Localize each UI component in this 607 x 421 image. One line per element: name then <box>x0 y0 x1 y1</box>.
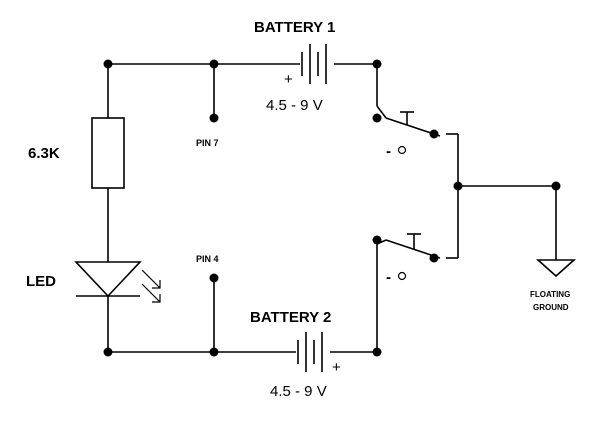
junction-dot <box>551 181 561 191</box>
switch-1 <box>376 64 459 186</box>
junction-dot <box>372 347 382 357</box>
battery-1-label: BATTERY 1 <box>254 19 335 36</box>
junction-dot <box>209 273 219 283</box>
led-label: LED <box>26 273 56 290</box>
switch-1-minus-sign: - <box>386 143 391 160</box>
pin-4-label: PIN 4 <box>196 254 219 264</box>
led-light-arrows <box>141 269 161 303</box>
battery-1-symbol <box>301 44 327 84</box>
junction-dot <box>453 181 463 191</box>
battery-2-label: BATTERY 2 <box>250 309 331 326</box>
junction-dot <box>429 253 439 263</box>
pin-7-label: PIN 7 <box>196 138 219 148</box>
junction-dot <box>372 235 382 245</box>
junction-dots <box>103 59 561 357</box>
switch-2-minus-sign: - <box>386 269 391 286</box>
resistor-symbol <box>91 117 125 189</box>
junction-dot <box>372 113 382 123</box>
ground-label-line-2: GROUND <box>533 303 569 312</box>
battery-2-voltage: 4.5 - 9 V <box>270 383 327 400</box>
ground-wire <box>458 185 557 260</box>
junction-dot <box>103 347 113 357</box>
junction-dot <box>209 347 219 357</box>
junction-dot <box>372 59 382 69</box>
battery-1-plus-sign: + <box>284 71 293 88</box>
ground-symbol <box>535 259 577 278</box>
battery-2-symbol <box>297 332 323 372</box>
ground-label-line-1: FLOATING <box>530 290 570 299</box>
junction-dot <box>209 59 219 69</box>
battery-1-voltage: 4.5 - 9 V <box>266 97 323 114</box>
battery-2-plus-sign: + <box>332 359 341 376</box>
resistor-label: 6.3K <box>28 145 60 162</box>
junction-dot <box>209 113 219 123</box>
led-symbol <box>74 261 142 298</box>
junction-dot <box>429 129 439 139</box>
junction-dot <box>103 59 113 69</box>
